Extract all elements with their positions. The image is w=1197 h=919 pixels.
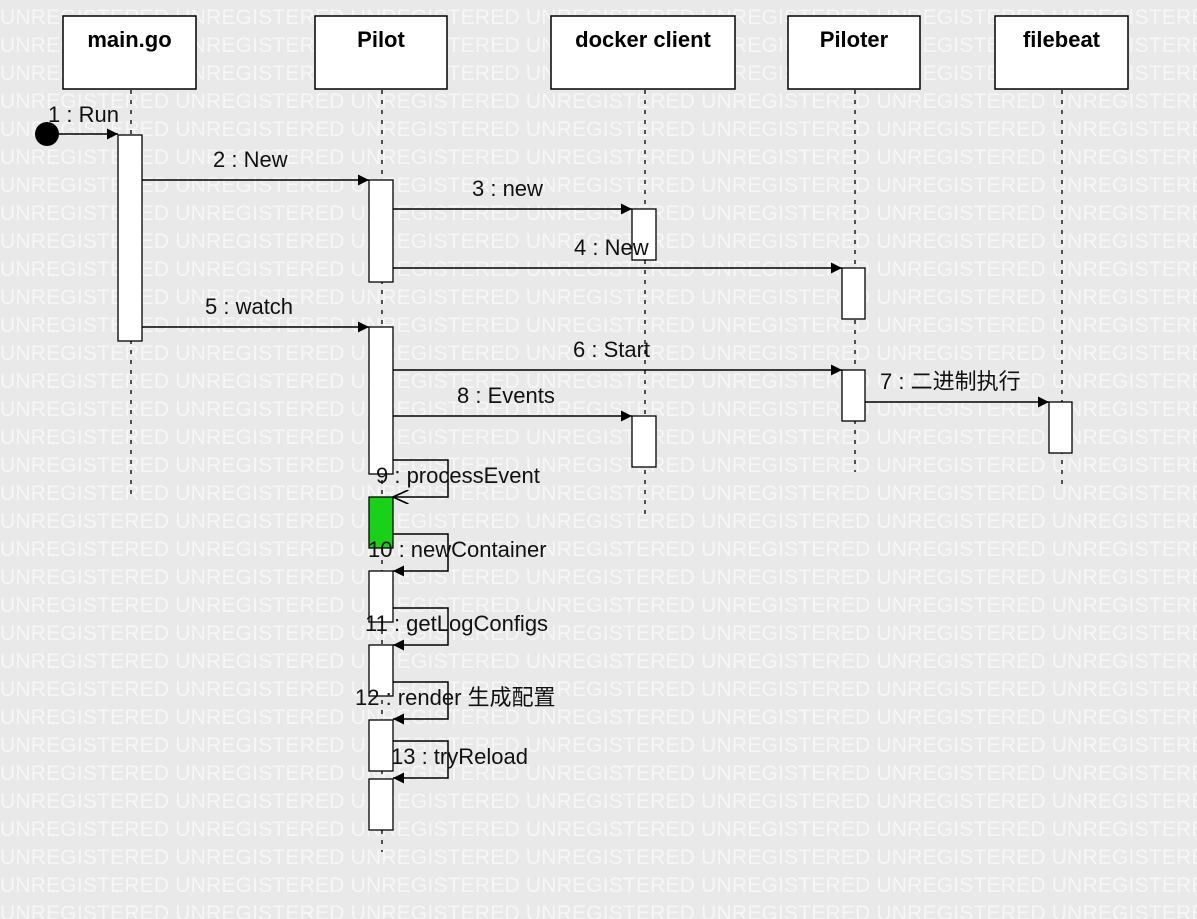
- message-2-new[interactable]: 2 : New: [142, 147, 369, 186]
- message-label: 4 : New: [574, 235, 649, 260]
- message-label: 2 : New: [213, 147, 288, 172]
- activation-pilot-new-container[interactable]: [368, 570, 394, 623]
- message-label: 1 : Run: [48, 102, 119, 127]
- message-5-watch[interactable]: 5 : watch: [142, 294, 369, 333]
- message-label: 11 : getLogConfigs: [365, 611, 548, 636]
- activation-pilot-new[interactable]: [368, 179, 394, 283]
- message-6-start[interactable]: 6 : Start: [393, 337, 842, 376]
- initial-node-icon: [35, 122, 59, 146]
- participant-main-go[interactable]: main.go: [62, 15, 197, 90]
- participant-pilot[interactable]: Pilot: [314, 15, 448, 90]
- message-label: 6 : Start: [573, 337, 650, 362]
- message-7-binary-exec[interactable]: 7 : 二进制执行: [865, 369, 1049, 408]
- activation-piloter-new[interactable]: [841, 267, 866, 320]
- activation-pilot-get-log-configs[interactable]: [368, 644, 394, 697]
- message-12-render[interactable]: 12 : render 生成配置: [355, 681, 556, 725]
- activation-piloter-start[interactable]: [841, 369, 866, 422]
- participant-label: Piloter: [820, 27, 889, 52]
- activation-filebeat-exec[interactable]: [1048, 401, 1073, 454]
- participant-label: docker client: [575, 27, 711, 52]
- activation-main-run[interactable]: [117, 134, 143, 342]
- activation-docker-events[interactable]: [631, 415, 657, 468]
- message-8-events[interactable]: 8 : Events: [393, 383, 632, 422]
- message-label: 12 : render 生成配置: [355, 685, 556, 710]
- message-9-process-event[interactable]: 9 : processEvent: [376, 459, 540, 497]
- participant-label: Pilot: [357, 27, 405, 52]
- message-label: 3 : new: [472, 176, 543, 201]
- message-label: 13 : tryReload: [391, 744, 528, 769]
- activation-pilot-watch[interactable]: [368, 326, 394, 475]
- message-label: 8 : Events: [457, 383, 555, 408]
- participant-label: main.go: [87, 27, 171, 52]
- message-1-run[interactable]: 1 : Run: [35, 102, 119, 146]
- message-3-new[interactable]: 3 : new: [393, 176, 632, 215]
- message-label: 9 : processEvent: [376, 463, 540, 488]
- participant-piloter[interactable]: Piloter: [787, 15, 921, 90]
- participant-docker-client[interactable]: docker client: [550, 15, 736, 90]
- participant-label: filebeat: [1023, 27, 1101, 52]
- activation-pilot-render[interactable]: [368, 719, 394, 772]
- message-label: 7 : 二进制执行: [880, 369, 1021, 394]
- message-label: 10 : newContainer: [368, 537, 547, 562]
- message-10-new-container[interactable]: 10 : newContainer: [368, 533, 547, 577]
- participant-filebeat[interactable]: filebeat: [994, 15, 1129, 90]
- activation-docker-new[interactable]: [631, 208, 657, 261]
- activation-pilot-process-event-selected[interactable]: [368, 496, 394, 549]
- message-13-try-reload[interactable]: 13 : tryReload: [391, 740, 528, 784]
- activation-pilot-try-reload[interactable]: [368, 778, 394, 831]
- message-11-get-log-configs[interactable]: 11 : getLogConfigs: [365, 607, 548, 651]
- message-label: 5 : watch: [205, 294, 293, 319]
- message-4-new[interactable]: 4 : New: [393, 235, 842, 274]
